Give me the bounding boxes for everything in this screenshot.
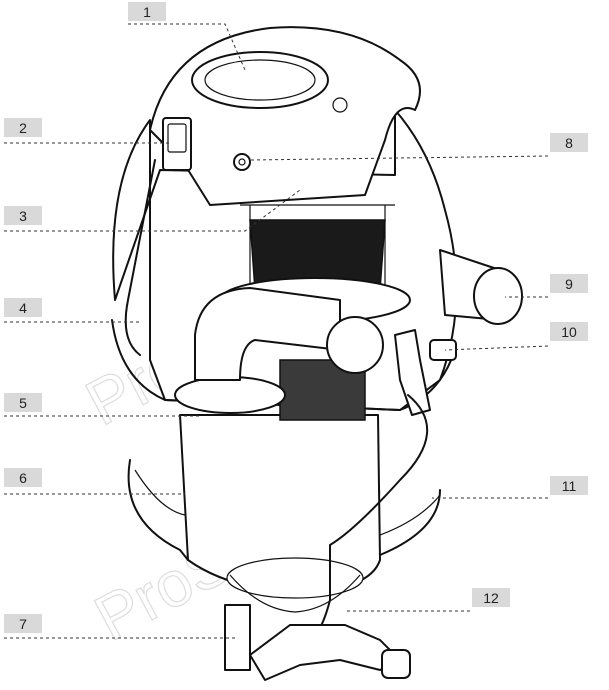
side-latch [394, 329, 431, 416]
foot-bracket [224, 604, 251, 671]
callout-6: 6 [4, 468, 185, 495]
callout-6-box [4, 468, 42, 487]
side-carry-handle [124, 159, 156, 356]
callout-1-number: 1 [143, 4, 151, 20]
callout-8: 8 [249, 133, 588, 161]
callout-4-box [4, 298, 42, 317]
callout-10-leader [444, 345, 549, 351]
callout-10-number: 10 [561, 324, 577, 340]
tank-funnel [229, 574, 361, 613]
callout-8-number: 8 [565, 135, 573, 151]
callout-5-number: 5 [19, 395, 27, 411]
callout-10: 10 [444, 322, 588, 351]
callout-12-box [472, 588, 510, 607]
callout-7: 7 [4, 614, 238, 639]
drip-ring-inner [134, 469, 441, 536]
callout-2: 2 [4, 118, 170, 144]
callout-9-box [550, 274, 588, 293]
stand-base [249, 624, 401, 681]
callout-7-number: 7 [19, 616, 27, 632]
inlet-elbow-mouth [326, 316, 384, 374]
callout-4: 4 [4, 298, 140, 323]
top-handle [191, 51, 329, 109]
callout-9: 9 [505, 274, 588, 298]
callout-3-box [4, 206, 42, 225]
indicator-light [233, 153, 251, 171]
callout-3-leader [4, 189, 301, 232]
callout-10-box [550, 322, 588, 341]
callouts: 1 2 3 4 5 6 7 [4, 2, 588, 639]
callout-1-leader [128, 23, 246, 71]
callout-12: 12 [345, 588, 510, 612]
callout-2-number: 2 [19, 120, 27, 136]
callout-11-number: 11 [562, 478, 577, 494]
top-handle-inner [204, 59, 316, 101]
callout-4-number: 4 [19, 300, 27, 316]
exhaust-port-mouth [473, 267, 523, 325]
callout-1-box [128, 2, 166, 21]
callout-11-box [550, 476, 588, 495]
callout-5-box [4, 393, 42, 412]
callout-3: 3 [4, 189, 301, 232]
callout-3-number: 3 [19, 208, 27, 224]
callout-8-box [550, 133, 588, 152]
filter-plate [174, 376, 286, 414]
callout-6-number: 6 [19, 470, 27, 486]
callout-2-box [4, 118, 42, 137]
housing-lower-band [111, 319, 456, 411]
power-switch-rocker [167, 123, 187, 153]
inlet-elbow [194, 287, 341, 381]
callout-5: 5 [4, 393, 200, 417]
top-cover-knob [332, 97, 348, 113]
vacuum-machine-illustration [111, 26, 523, 681]
callout-9-number: 9 [565, 276, 573, 292]
power-switch [162, 117, 192, 171]
callout-1: 1 [128, 2, 246, 71]
callout-12-number: 12 [483, 590, 499, 606]
callout-8-leader [249, 155, 549, 161]
castor-wheel [381, 649, 411, 679]
top-cover [149, 26, 421, 206]
callout-11: 11 [432, 476, 588, 499]
latch-clip [429, 339, 457, 361]
indicator-light-core [238, 158, 246, 166]
callout-7-box [4, 614, 42, 633]
